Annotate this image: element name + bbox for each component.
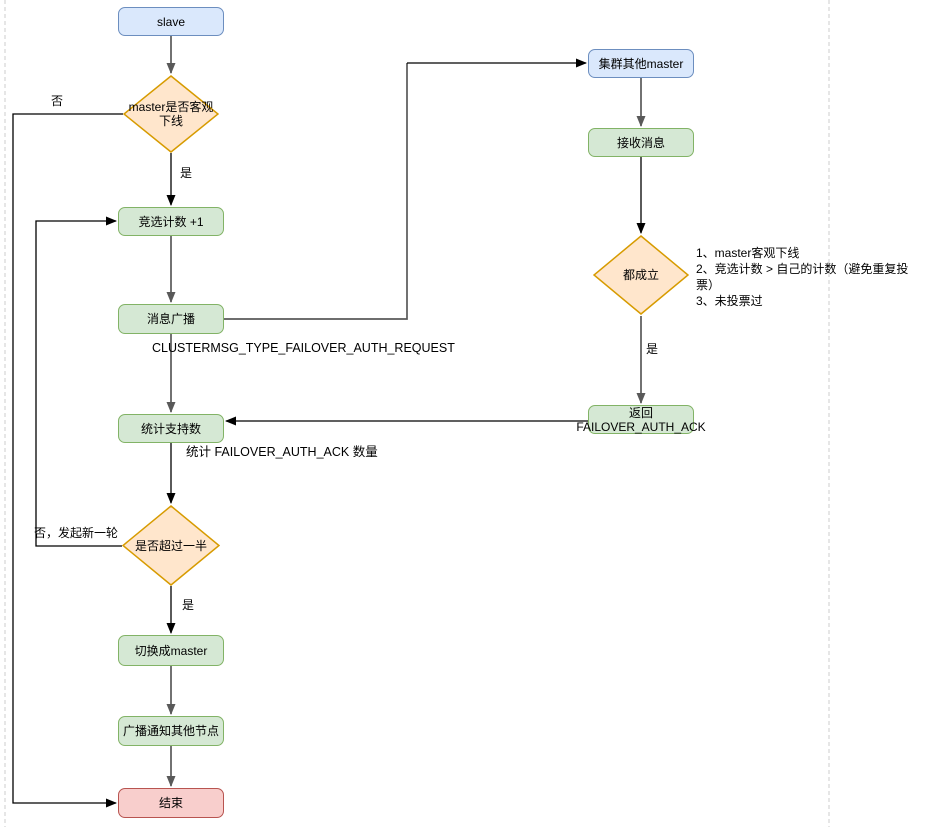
edge-no-new-round-loop [35,216,122,547]
node-label: master是否客观下线 [128,100,214,128]
edge-label-auth-request: CLUSTERMSG_TYPE_FAILOVER_AUTH_REQUEST [152,341,455,355]
node-label: 消息广播 [146,312,195,326]
node-label: 是否超过一半 [134,538,207,553]
node-label: 统计支持数 [140,421,201,436]
annotation-vote-conditions: 1、master客观下线 2、竞选计数 > 自己的计数（避免重复投票） 3、未投… [696,246,909,308]
node-return-ack: 返回 FAILOVER_AUTH_ACK [576,405,706,434]
node-count-support: 统计支持数 [118,414,224,443]
edge-no-loop-to-end [12,113,123,808]
node-slave: slave [118,7,224,36]
node-check-master-offline: master是否客观下线 [123,75,219,153]
node-check-conditions: 都成立 [593,235,689,315]
edge-broadcast-to-other-masters-segment [224,63,408,320]
diamond-shape [123,75,219,153]
edge-label-yes-conditions: 是 [646,342,659,356]
node-broadcast-message: 消息广播 [118,304,224,334]
edge-label-yes-majority: 是 [182,598,195,612]
node-label: 返回 FAILOVER_AUTH_ACK [576,405,706,434]
node-election-count: 竞选计数 +1 [118,207,224,236]
node-label: 结束 [158,796,183,810]
diamond-shape [593,235,689,315]
node-end: 结束 [118,788,224,818]
diamond-shape [122,505,220,586]
node-check-majority: 是否超过一半 [122,505,220,586]
node-label: 竞选计数 +1 [138,214,204,229]
node-label: 切换成master [134,643,208,658]
node-label: slave [156,14,185,29]
node-label: 集群其他master [598,56,684,71]
node-label: 广播通知其他节点 [122,724,219,738]
edge-label-no-new-round: 否，发起新一轮 [34,526,119,540]
node-label: 接收消息 [616,135,665,150]
node-notify-other-nodes: 广播通知其他节点 [118,716,224,746]
edge-label-no: 否 [50,94,63,108]
node-label: 都成立 [622,268,659,282]
node-cluster-other-masters: 集群其他master [588,49,694,78]
node-receive-message: 接收消息 [588,128,694,157]
edge-label-yes-offline: 是 [180,166,193,180]
node-switch-to-master: 切换成master [118,635,224,666]
edge-label-count-ack: 统计 FAILOVER_AUTH_ACK 数量 [186,445,378,459]
